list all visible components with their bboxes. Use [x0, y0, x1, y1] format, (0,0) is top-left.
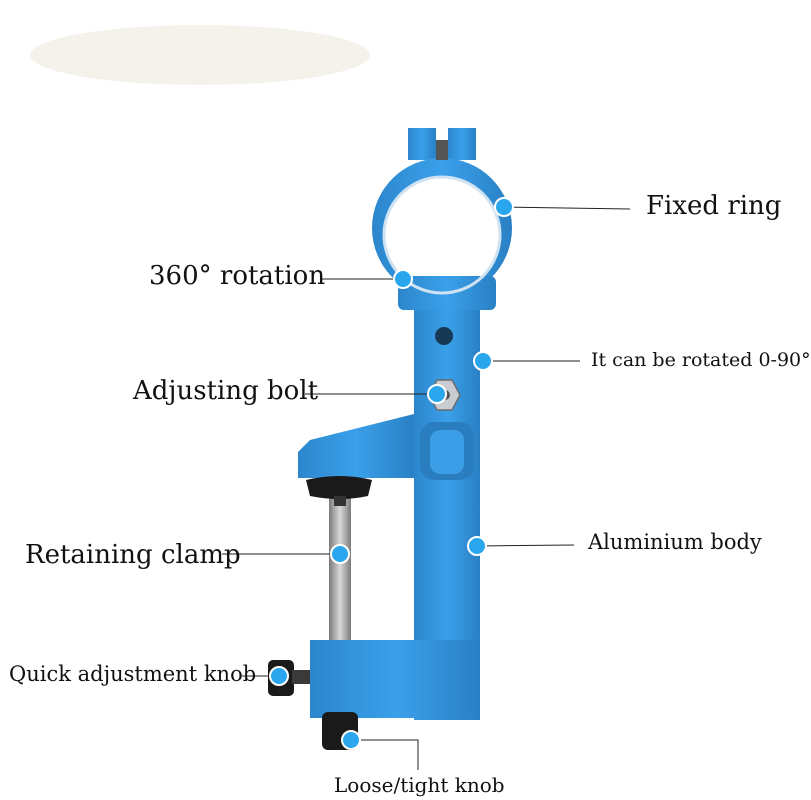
marker-adjusting-bolt	[427, 384, 447, 404]
label-retaining-clamp: Retaining clamp	[25, 540, 241, 570]
marker-tilt	[473, 351, 493, 371]
background-blur	[30, 25, 370, 85]
marker-retaining-clamp	[330, 544, 350, 564]
marker-rotation	[393, 269, 413, 289]
label-adjusting-bolt: Adjusting bolt	[133, 376, 319, 406]
marker-fixed-ring	[494, 197, 514, 217]
marker-quick-knob	[269, 666, 289, 686]
fixed-ring	[372, 128, 512, 310]
markers	[269, 197, 514, 750]
marker-aluminium-body	[467, 536, 487, 556]
label-rotation: 360° rotation	[149, 261, 326, 291]
label-tilt: It can be rotated 0-90°	[591, 349, 811, 371]
label-quick-adjustment-knob: Quick adjustment knob	[9, 662, 257, 686]
aluminium-body-shape	[298, 310, 480, 720]
label-aluminium-body: Aluminium body	[588, 530, 762, 554]
label-loose-tight-knob: Loose/tight knob	[334, 773, 505, 797]
marker-loose-tight-knob	[341, 730, 361, 750]
label-fixed-ring: Fixed ring	[646, 191, 782, 221]
